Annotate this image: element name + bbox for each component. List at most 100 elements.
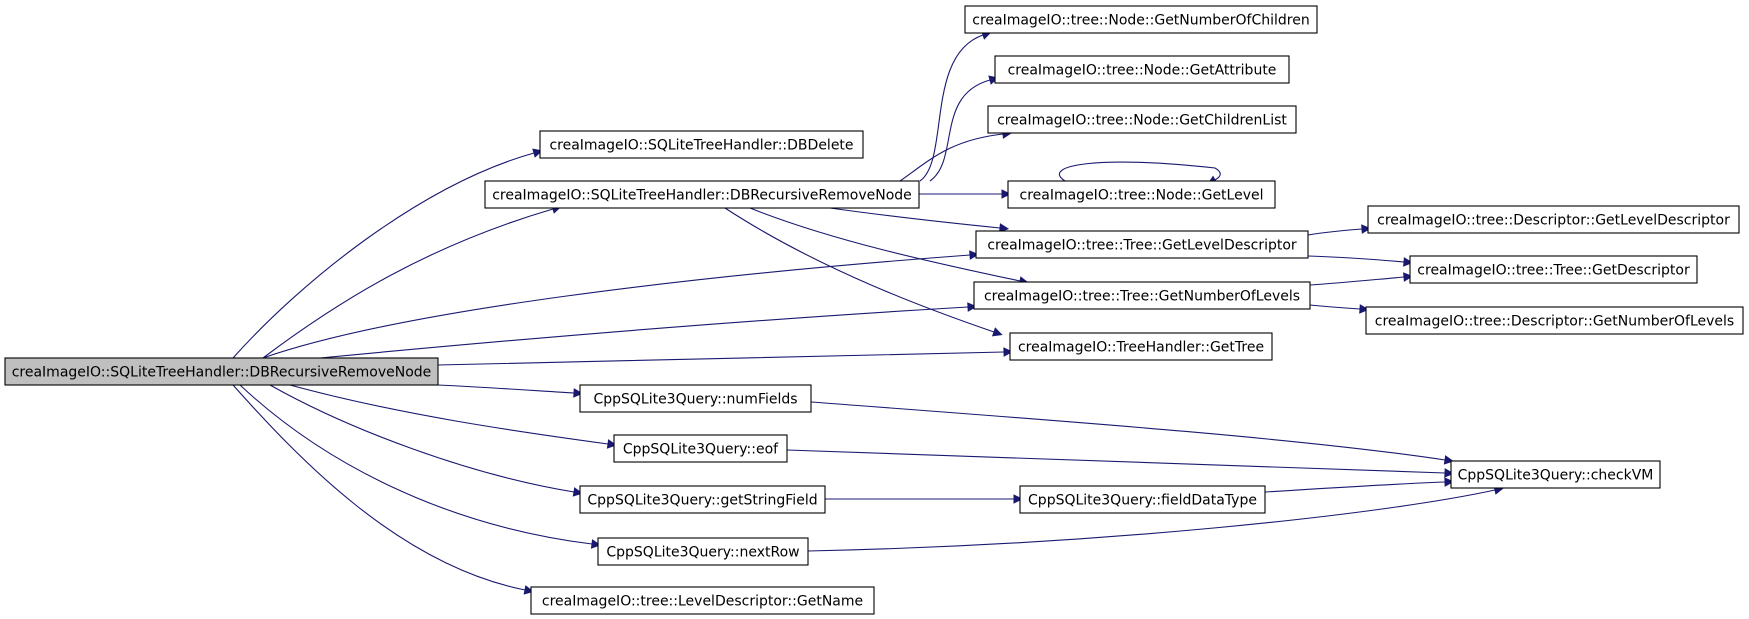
edge-n2-to-n6 (918, 189, 1012, 199)
node-box (1450, 460, 1661, 489)
edge-line (289, 384, 609, 445)
node-cppsqlite3query-numfields[interactable]: CppSQLite3Query::numFields (579, 384, 812, 413)
edge-line (1309, 304, 1361, 310)
node-cppsqlite3query-eof[interactable]: CppSQLite3Query::eof (613, 434, 788, 463)
node-box (579, 485, 826, 514)
node-label: creaImageIO::tree::Node::GetLevel (1020, 188, 1264, 204)
edge-n15-to-n18 (825, 494, 1024, 504)
node-label: creaImageIO::tree::Tree::GetDescriptor (1417, 263, 1690, 279)
node-box (597, 537, 809, 566)
node-creaimageio-tree-descriptor-getleveldescriptor[interactable]: creaImageIO::tree::Descriptor::GetLevelD… (1367, 205, 1740, 234)
edge-arrowhead (1444, 468, 1455, 478)
node-label: creaImageIO::tree::Tree::GetNumberOfLeve… (984, 289, 1300, 305)
edge-n0-to-n13 (437, 384, 584, 398)
node-creaimageio-tree-tree-getleveldescriptor[interactable]: creaImageIO::tree::Tree::GetLevelDescrip… (975, 230, 1309, 259)
node-label: creaImageIO::tree::Descriptor::GetLevelD… (1377, 213, 1730, 229)
edge-line (810, 401, 1446, 461)
node-creaimageio-sqlitetreehandler-dbrecursiveremovenode[interactable]: creaImageIO::SQLiteTreeHandler::DBRecurs… (484, 180, 920, 209)
edge-arrowhead (1003, 347, 1014, 357)
node-creaimageio-treehandler-gettree[interactable]: creaImageIO::TreeHandler::GetTree (1009, 332, 1273, 361)
edge-arrowhead (999, 223, 1010, 233)
node-box (975, 230, 1309, 259)
node-creaimageio-tree-tree-getnumberoflevels[interactable]: creaImageIO::tree::Tree::GetNumberOfLeve… (973, 281, 1311, 310)
edge-n0-to-n7 (262, 250, 980, 359)
node-cppsqlite3query-fielddatatype[interactable]: CppSQLite3Query::fieldDataType (1019, 485, 1266, 514)
edge-n0-to-n2 (262, 204, 562, 359)
edge-n0-to-n9 (437, 347, 1014, 366)
node-label: CppSQLite3Query::numFields (593, 392, 797, 408)
edge-n2-to-n7 (829, 207, 1010, 233)
node-box (1007, 180, 1276, 209)
edge-line (919, 34, 984, 182)
edge-line (1307, 255, 1405, 263)
edge-line (786, 449, 1446, 474)
edge-arrowhead (1361, 224, 1372, 234)
edge-n0-to-n15 (269, 384, 583, 497)
edge-n0-to-n8 (319, 302, 978, 359)
edge-n0-to-n17 (232, 384, 534, 595)
call-nodes: creaImageIO::SQLiteTreeHandler::DBRecurs… (4, 5, 1744, 615)
edge-line (262, 208, 554, 359)
edge-arrowhead (572, 487, 583, 497)
edge-line (807, 489, 1496, 552)
node-creaimageio-sqlitetreehandler-dbrecursiveremovenode-root: creaImageIO::SQLiteTreeHandler::DBRecurs… (4, 357, 439, 386)
node-creaimageio-tree-node-getattribute[interactable]: creaImageIO::tree::Node::GetAttribute (994, 55, 1290, 84)
edge-arrowhead (573, 388, 584, 398)
node-creaimageio-tree-node-getlevel[interactable]: creaImageIO::tree::Node::GetLevel (1007, 180, 1276, 209)
edge-n0-to-n16 (239, 384, 602, 549)
edge-line (829, 207, 1001, 229)
edge-n8-to-n11 (1309, 272, 1414, 286)
node-label: creaImageIO::tree::Node::GetAttribute (1008, 63, 1277, 79)
edge-arrowhead (1359, 304, 1370, 314)
edge-line (749, 207, 1021, 282)
edge-line (1307, 228, 1363, 236)
node-label: creaImageIO::tree::Tree::GetLevelDescrip… (987, 238, 1297, 254)
edge-arrowhead (590, 539, 602, 549)
edge-n0-to-n14 (289, 384, 618, 449)
node-label: creaImageIO::SQLiteTreeHandler::DBDelete (549, 138, 853, 154)
node-label: creaImageIO::SQLiteTreeHandler::DBRecurs… (12, 365, 432, 381)
edge-n7-to-n10 (1307, 224, 1372, 236)
edge-arrowhead (1001, 189, 1012, 199)
edge-n2-to-n5 (899, 129, 1013, 182)
edge-line (239, 384, 593, 545)
node-label: CppSQLite3Query::getStringField (587, 493, 817, 509)
edge-line (232, 384, 526, 591)
node-label: creaImageIO::tree::Descriptor::GetNumber… (1375, 314, 1734, 330)
node-creaimageio-sqlitetreehandler-dbdelete[interactable]: creaImageIO::SQLiteTreeHandler::DBDelete (539, 130, 864, 159)
edge-arrowhead (1403, 272, 1414, 282)
node-creaimageio-tree-node-getnumberofchildren[interactable]: creaImageIO::tree::Node::GetNumberOfChil… (964, 5, 1318, 34)
node-box (484, 180, 920, 209)
edge-arrowhead (1403, 257, 1414, 267)
node-box (579, 384, 812, 413)
edge-arrowhead (1444, 477, 1455, 487)
edge-line (929, 79, 991, 182)
edge-line (232, 152, 535, 359)
node-cppsqlite3query-getstringfield[interactable]: CppSQLite3Query::getStringField (579, 485, 826, 514)
node-creaimageio-tree-descriptor-getnumberoflevels[interactable]: creaImageIO::tree::Descriptor::GetNumber… (1365, 306, 1744, 335)
node-label: CppSQLite3Query::nextRow (606, 545, 799, 561)
node-label: CppSQLite3Query::fieldDataType (1028, 493, 1257, 509)
edge-arrowhead (969, 250, 980, 260)
node-label: creaImageIO::TreeHandler::GetTree (1018, 340, 1264, 356)
edge-arrowhead (991, 327, 1003, 337)
edge-line (1309, 276, 1405, 286)
edge-arrowhead (1443, 455, 1455, 465)
node-cppsqlite3query-nextrow[interactable]: CppSQLite3Query::nextRow (597, 537, 809, 566)
node-creaimageio-tree-node-getchildrenlist[interactable]: creaImageIO::tree::Node::GetChildrenList (987, 105, 1297, 134)
edge-n13-to-n19 (810, 401, 1455, 465)
node-box (994, 55, 1290, 84)
node-label: creaImageIO::tree::Node::GetChildrenList (997, 113, 1287, 129)
node-box (987, 105, 1297, 134)
node-cppsqlite3query-checkvm[interactable]: CppSQLite3Query::checkVM (1450, 460, 1661, 489)
node-creaimageio-tree-leveldescriptor-getname[interactable]: creaImageIO::tree::LevelDescriptor::GetN… (530, 586, 875, 615)
edge-line (1058, 161, 1221, 182)
call-edges (232, 30, 1504, 595)
node-box (1367, 205, 1740, 234)
node-box (1409, 255, 1698, 284)
edge-n18-to-n19 (1264, 477, 1455, 493)
edge-line (269, 384, 575, 493)
edge-arrowhead (967, 302, 978, 312)
node-creaimageio-tree-tree-getdescriptor[interactable]: creaImageIO::tree::Tree::GetDescriptor (1409, 255, 1698, 284)
edge-line (437, 351, 1005, 366)
